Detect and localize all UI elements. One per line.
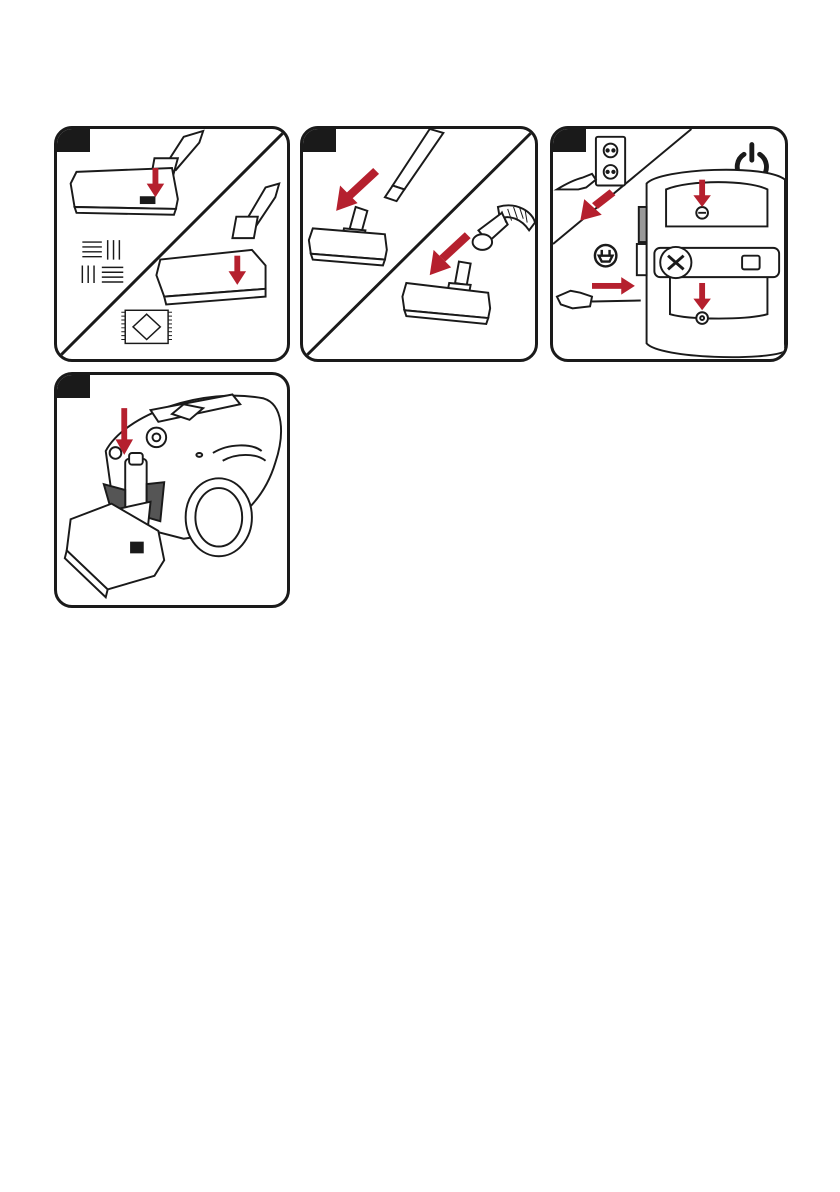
mains-plug-symbol <box>595 245 616 266</box>
cord-rewind-button-icon <box>696 207 708 219</box>
floor-nozzle-icon <box>71 131 204 215</box>
nozzle-setting-illustration <box>57 129 287 359</box>
hose-icon <box>473 205 535 249</box>
step-panel-3 <box>550 126 788 362</box>
floor-nozzle-icon <box>309 207 387 265</box>
step-panel-4 <box>54 372 290 608</box>
assembly-illustration <box>303 129 535 359</box>
plug-icon <box>557 291 641 309</box>
tube-icon <box>385 129 443 201</box>
plug-icon <box>557 174 596 190</box>
step-panel-1 <box>54 126 290 362</box>
carpet-icon <box>121 310 172 343</box>
plug-in-illustration <box>553 129 785 359</box>
on-off-button-icon <box>696 312 708 324</box>
vacuum-cleaner-icon <box>637 170 785 357</box>
step-panel-2 <box>300 126 538 362</box>
wall-socket-icon <box>596 137 625 186</box>
hard-floor-icon <box>82 240 123 283</box>
parking-illustration <box>57 375 287 605</box>
floor-nozzle-icon <box>402 262 490 324</box>
